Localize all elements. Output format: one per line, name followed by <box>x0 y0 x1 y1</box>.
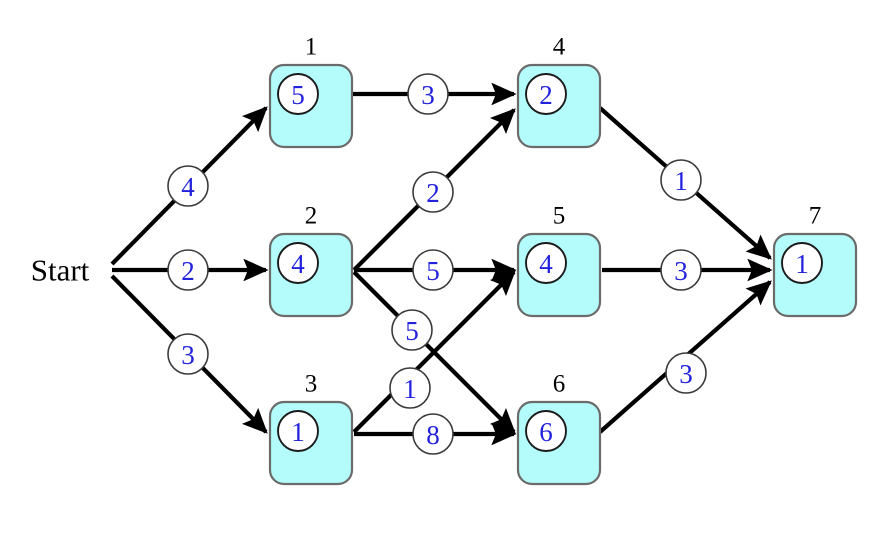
node-value-label-2: 4 <box>291 249 305 279</box>
edge-weight-circle-2-4 <box>412 171 454 213</box>
edge-weight-label-4-7: 1 <box>674 166 688 196</box>
edge-weight-label-3-5: 1 <box>403 374 417 404</box>
edge-weight-circle-start-3 <box>167 333 209 375</box>
node-index-label-5: 5 <box>553 203 566 230</box>
edge-weight-circle-3-5 <box>389 367 431 409</box>
node-index-label-7: 7 <box>809 203 822 230</box>
edge-weight-2-5[interactable]: 5 <box>412 249 454 291</box>
edge-weight-circle-2-5 <box>412 249 454 291</box>
edge-weight-circle-6-7 <box>665 352 707 394</box>
node-value-label-1: 5 <box>291 80 305 110</box>
node-value-circle-7 <box>781 242 823 284</box>
edge-weight-start-1[interactable]: 4 <box>167 165 209 207</box>
edge-weight-5-7[interactable]: 3 <box>660 249 702 291</box>
edge-weight-circle-3-6 <box>412 413 454 455</box>
edge-weight-label-2-6: 5 <box>405 316 419 346</box>
graph-node-6[interactable]: 66 <box>516 371 602 486</box>
node-value-circle-4 <box>525 73 567 115</box>
node-index-label-6: 6 <box>553 371 566 398</box>
node-value-label-3: 1 <box>291 417 305 447</box>
node-value-label-5: 4 <box>539 249 553 279</box>
graph-edge-3-5[interactable] <box>352 270 516 434</box>
node-index-label-3: 3 <box>305 371 318 398</box>
node-value-circle-2 <box>277 242 319 284</box>
edge-weight-circle-4-7 <box>660 159 702 201</box>
node-value-label-4: 2 <box>539 80 553 110</box>
edge-weight-1-4[interactable]: 3 <box>407 73 449 115</box>
edge-weight-label-2-5: 5 <box>426 256 440 286</box>
node-index-label-1: 1 <box>305 34 318 61</box>
edge-weight-label-1-4: 3 <box>421 80 435 110</box>
edge-weight-label-3-6: 8 <box>426 420 440 450</box>
graph-node-3[interactable]: 31 <box>268 371 354 486</box>
node-value-label-7: 1 <box>795 249 809 279</box>
edge-weight-label-start-2: 2 <box>181 256 195 286</box>
edge-weight-2-4[interactable]: 2 <box>412 171 454 213</box>
node-index-label-4: 4 <box>553 34 566 61</box>
node-value-label-6: 6 <box>539 417 553 447</box>
edge-weight-label-start-3: 3 <box>181 340 195 370</box>
edge-weight-start-2[interactable]: 2 <box>167 249 209 291</box>
node-value-circle-5 <box>525 242 567 284</box>
node-value-circle-6 <box>525 410 567 452</box>
graph-node-1[interactable]: 15 <box>268 34 354 149</box>
node-index-label-2: 2 <box>305 203 318 230</box>
edge-weight-circle-start-1 <box>167 165 209 207</box>
edge-line-3-5 <box>352 270 516 434</box>
edge-weight-circle-5-7 <box>660 249 702 291</box>
edge-weight-label-5-7: 3 <box>674 256 688 286</box>
graph-node-7[interactable]: 71 <box>772 203 858 318</box>
edge-weight-2-6[interactable]: 5 <box>391 309 433 351</box>
edge-weight-3-6[interactable]: 8 <box>412 413 454 455</box>
edge-weight-label-2-4: 2 <box>426 178 440 208</box>
edge-weight-start-3[interactable]: 3 <box>167 333 209 375</box>
start-node-label: Start <box>31 253 90 288</box>
edge-weight-3-5[interactable]: 1 <box>389 367 431 409</box>
edge-weight-circle-1-4 <box>407 73 449 115</box>
edge-weight-label-start-1: 4 <box>181 172 195 202</box>
node-value-circle-1 <box>277 73 319 115</box>
edge-weight-circle-2-6 <box>391 309 433 351</box>
node-value-circle-3 <box>277 410 319 452</box>
edge-weight-label-6-7: 3 <box>679 359 693 389</box>
graph-node-2[interactable]: 24 <box>268 203 354 318</box>
edge-weight-4-7[interactable]: 1 <box>660 159 702 201</box>
graph-node-4[interactable]: 42 <box>516 34 602 149</box>
graph-node-5[interactable]: 54 <box>516 203 602 318</box>
edge-weight-6-7[interactable]: 3 <box>665 352 707 394</box>
edge-weight-circle-start-2 <box>167 249 209 291</box>
